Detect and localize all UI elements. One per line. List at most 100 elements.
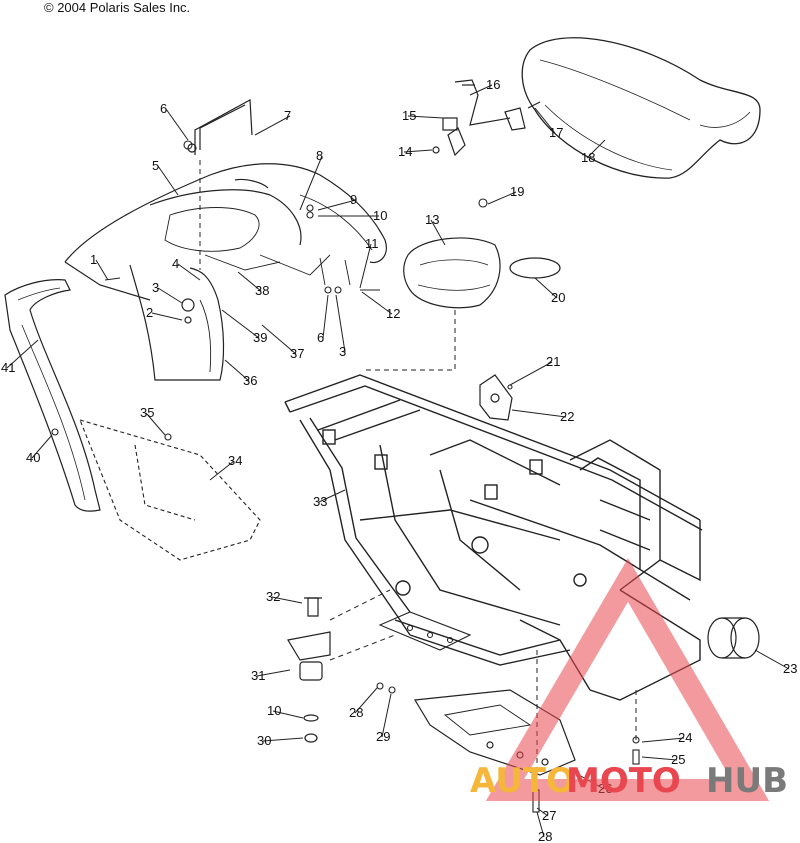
tail-light <box>509 257 561 279</box>
callout-20: 20 <box>551 290 565 305</box>
callout-8: 8 <box>316 148 323 163</box>
callout-22: 22 <box>560 409 574 424</box>
callout-27: 27 <box>542 808 556 823</box>
leader-line <box>469 84 493 96</box>
leader-line <box>511 409 567 418</box>
rear-cushion <box>403 237 501 309</box>
callout-31: 31 <box>251 668 265 683</box>
callout-4: 4 <box>172 256 179 271</box>
callout-13: 13 <box>425 212 439 227</box>
leader-line <box>641 737 685 743</box>
leader-line <box>381 693 392 738</box>
callout-41: 41 <box>1 360 15 375</box>
callout-33: 33 <box>313 494 327 509</box>
leader-line <box>586 139 606 159</box>
leader-line <box>317 199 357 211</box>
leader-line <box>272 710 304 719</box>
callout-3: 3 <box>152 280 159 295</box>
callout-18: 18 <box>581 150 595 165</box>
watermark-hub: HUB <box>706 761 788 801</box>
leader-line <box>262 737 304 742</box>
leader-line <box>407 115 444 119</box>
callout-34: 34 <box>228 453 242 468</box>
leader-line <box>221 309 260 339</box>
front-skid <box>378 611 472 651</box>
callout-3: 3 <box>339 344 346 359</box>
leader-line <box>254 115 291 136</box>
leader-line <box>359 243 372 289</box>
leader-line <box>157 165 179 196</box>
callout-7: 7 <box>284 108 291 123</box>
callout-36: 36 <box>243 373 257 388</box>
leader-line <box>361 291 393 315</box>
callout-23: 23 <box>783 661 797 676</box>
leader-line <box>237 271 262 292</box>
leader-line <box>299 155 323 211</box>
callout-1: 1 <box>90 252 97 267</box>
callout-38: 38 <box>255 283 269 298</box>
callout-37: 37 <box>290 346 304 361</box>
lower-panel <box>79 419 261 561</box>
leader-line <box>536 811 545 838</box>
leader-line <box>224 359 250 382</box>
watermark-moto: MOTO <box>566 761 681 801</box>
leader-line <box>256 669 291 677</box>
callout-16: 16 <box>486 77 500 92</box>
callout-17: 17 <box>549 125 563 140</box>
callout-11: 11 <box>365 236 379 251</box>
leader-line <box>95 259 109 281</box>
callout-35: 35 <box>140 405 154 420</box>
callout-10: 10 <box>373 208 387 223</box>
callout-30: 30 <box>257 733 271 748</box>
callout-14: 14 <box>398 144 412 159</box>
leader-line <box>151 312 183 321</box>
leader-line <box>754 649 790 670</box>
callout-19: 19 <box>510 184 524 199</box>
engine-mount <box>287 597 331 743</box>
watermark-auto: AUTO <box>470 761 575 801</box>
leader-line <box>534 107 556 134</box>
callout-32: 32 <box>266 589 280 604</box>
leader-line <box>430 219 446 246</box>
leader-line <box>354 687 378 714</box>
seat-latch <box>432 79 541 157</box>
leader-lines <box>6 84 790 838</box>
main-frame <box>284 374 703 701</box>
leader-line <box>157 287 183 304</box>
callout-28: 28 <box>349 705 363 720</box>
leader-line <box>641 756 678 761</box>
leader-line <box>335 294 346 353</box>
leader-line <box>534 277 558 299</box>
bracket-7 <box>187 99 253 155</box>
callout-15: 15 <box>402 108 416 123</box>
leader-line <box>487 191 517 205</box>
callout-10: 10 <box>267 703 281 718</box>
leader-line <box>31 434 53 459</box>
callout-29: 29 <box>376 729 390 744</box>
leader-line <box>271 596 303 604</box>
leader-line <box>177 263 201 281</box>
leader-line <box>165 108 189 141</box>
seat <box>521 37 761 179</box>
leader-line <box>403 149 433 153</box>
callout-12: 12 <box>386 306 400 321</box>
leader-line <box>209 460 235 481</box>
guide-lines <box>199 160 637 790</box>
copyright-notice: © 2004 Polaris Sales Inc. <box>44 0 191 15</box>
callout-2: 2 <box>146 305 153 320</box>
leader-line <box>6 339 39 369</box>
fasteners <box>51 140 640 813</box>
bracket-22 <box>479 374 513 421</box>
leader-line <box>318 489 346 503</box>
callout-21: 21 <box>546 354 560 369</box>
callout-6: 6 <box>160 101 167 116</box>
callout-24: 24 <box>678 730 692 745</box>
callout-40: 40 <box>26 450 40 465</box>
bushing-23 <box>707 617 760 659</box>
leader-line <box>261 324 297 355</box>
callout-28: 28 <box>538 829 552 843</box>
leader-line <box>536 807 549 817</box>
